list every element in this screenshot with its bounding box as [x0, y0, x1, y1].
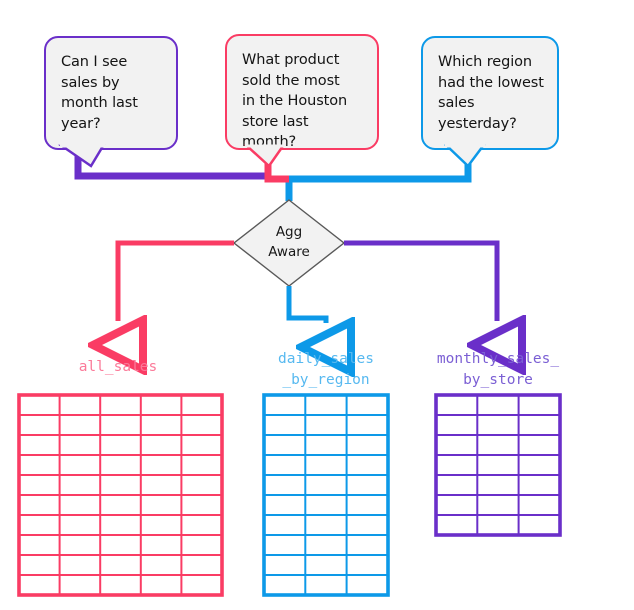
question-bubble-region-lowest[interactable]: Which region had the lowest sales yester… [421, 36, 559, 150]
question-bubble-text: Can I see sales by month last year? [61, 54, 138, 132]
question-bubble-tail-pink [243, 144, 286, 168]
table-daily-sales-by-region[interactable] [262, 393, 390, 597]
question-bubble-text: Which region had the lowest sales yester… [438, 54, 544, 132]
question-bubble-product-houston[interactable]: What product sold the most in the Housto… [225, 34, 379, 150]
table-label-monthly-sales-by-store: monthly_sales_ by_store [436, 351, 560, 388]
table-all-sales[interactable] [17, 393, 224, 597]
question-bubble-tail-blue [443, 144, 486, 168]
table-label-all-sales: all_sales [78, 359, 158, 375]
question-bubble-tail-purple [57, 144, 106, 168]
question-bubble-text: What product sold the most in the Housto… [242, 52, 348, 151]
table-label-daily-sales-by-region: daily_sales _by_region [277, 351, 375, 388]
question-bubble-sales-by-month[interactable]: Can I see sales by month last year? [44, 36, 178, 150]
connector-router-to-daily-sales [286, 286, 326, 323]
connector-router-to-all-sales [118, 240, 234, 321]
connector-router-to-monthly-sales [344, 240, 497, 321]
table-monthly-sales-by-store[interactable] [434, 393, 562, 537]
agg-aware-node-label: Agg Aware [268, 224, 310, 261]
